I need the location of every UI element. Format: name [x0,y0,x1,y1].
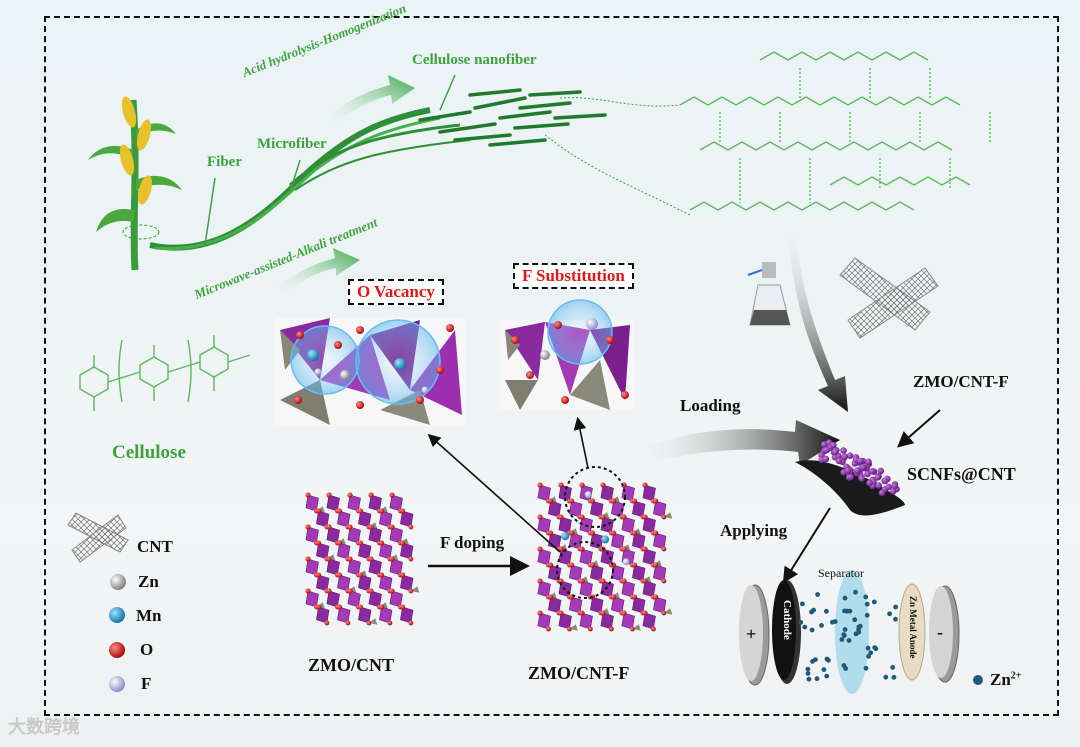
legend-icons [67,512,129,692]
o-legend-dot [109,642,125,658]
scnfs-cnt-label: SCNFs@CNT [907,464,1016,484]
arrow-to-f-substitution [573,416,589,469]
applying-arrow [782,507,831,584]
cellulose-label: Cellulose [112,442,186,463]
zn-legend-dot [110,574,126,590]
zmo-cnt-label: ZMO/CNT [308,655,395,675]
loading-arrow [625,420,840,470]
watermark: 大数跨境 [8,717,80,738]
fiber-label: Fiber [207,154,242,170]
separator-label: Separator [818,566,864,580]
dotted-highlight-bottom [556,541,614,599]
legend-cnt-label: CNT [137,537,173,556]
legend-mn-label: Mn [136,606,162,625]
legend-f-label: F [141,674,152,693]
loading-label: Loading [680,396,741,415]
cathode-label: Cathode [781,600,793,640]
filtration-flask [747,262,791,326]
dotted-highlight-top [564,466,626,528]
zn-ion-legend-dot [973,675,983,685]
zmo-cnt-f-label: ZMO/CNT-F [528,663,630,683]
battery-assembly [739,570,983,694]
zn-ion-label: Zn2+ [990,670,1022,689]
green-process-arrow-top [320,75,415,130]
o-vacancy-crystal [275,318,465,426]
zmo-cnt-crystal [305,492,420,626]
arrow-zmo-cnt-f-to-scnfs [896,409,941,448]
f-substitution-label: F Substitution [513,263,634,289]
o-vacancy-label: O Vacancy [348,279,444,305]
f-doping-label: F doping [440,533,505,552]
cnt-illustration [839,257,939,339]
battery-minus-sign: - [937,622,943,642]
nanofiber-bundle [418,88,607,147]
cellulose-nanofiber-label: Cellulose nanofiber [412,52,537,68]
zmo-cnt-f-crystal [537,482,673,632]
green-process-arrow-bottom [270,248,360,300]
dashed-frame [44,16,1059,716]
corn-plant-illustration [88,74,471,271]
f-legend-dot [109,676,125,692]
scnfs-cnt-film [795,439,905,516]
microfiber-label: Microfiber [257,136,327,152]
arrow-to-scnfs [788,220,848,412]
legend-o-label: O [140,640,154,659]
zn-anode-label: Zn Metal Anode [908,596,918,659]
applying-label: Applying [720,521,788,540]
arrow-to-o-vacancy [427,433,561,553]
mn-legend-dot [109,607,125,623]
zmo-cnt-f-right-label: ZMO/CNT-F [913,372,1009,391]
cellulose-structure [79,335,251,411]
cellulose-chain-network [679,51,991,211]
battery-plus-sign: + [746,624,757,644]
f-substitution-crystal [500,299,635,410]
legend-zn-label: Zn [138,572,159,591]
